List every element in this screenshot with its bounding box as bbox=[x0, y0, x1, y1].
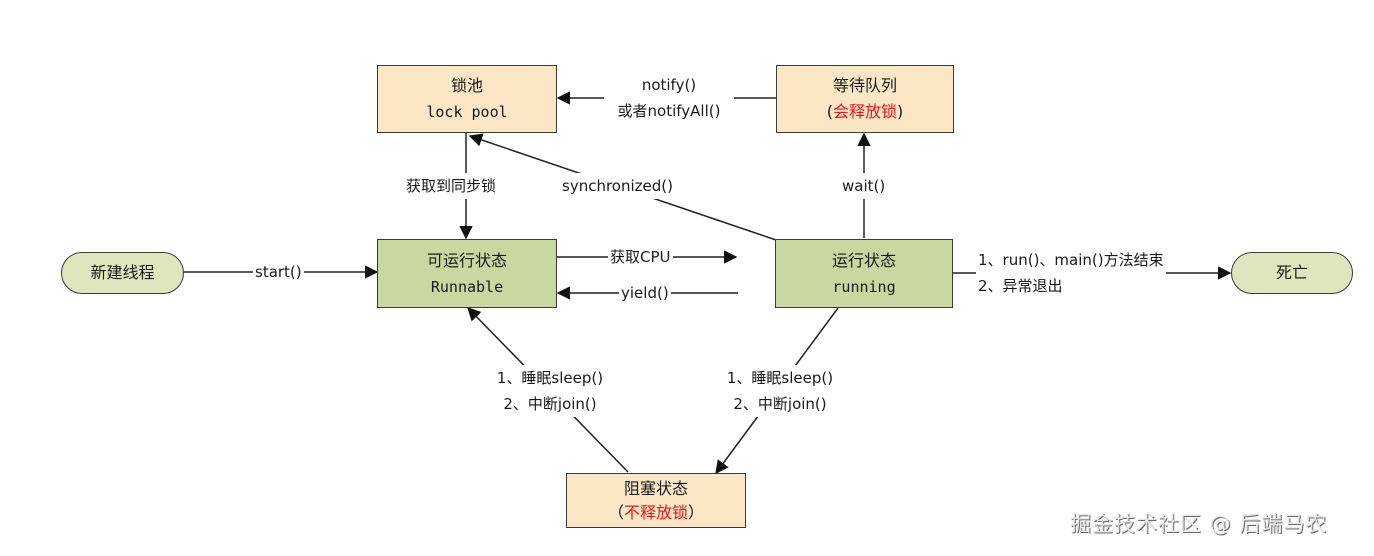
blocked-title: 阻塞状态 bbox=[623, 478, 688, 498]
label-wait: wait() bbox=[840, 173, 888, 199]
wait-queue-title: 等待队列 bbox=[832, 76, 897, 95]
runnable-subtitle: Runnable bbox=[430, 277, 504, 296]
runnable-title: 可运行状态 bbox=[426, 250, 507, 270]
wait-queue-subtitle: (会释放锁) bbox=[827, 99, 904, 125]
node-lock-pool: 锁池 lock pool bbox=[377, 65, 557, 133]
lock-pool-subtitle: lock pool bbox=[426, 103, 508, 121]
label-yield: yield() bbox=[619, 280, 671, 306]
node-dead: 死亡 bbox=[1231, 252, 1353, 294]
label-notify: notify() 或者notifyAll() bbox=[604, 72, 734, 124]
label-get-cpu: 获取CPU bbox=[608, 244, 673, 270]
lock-pool-title: 锁池 bbox=[450, 76, 483, 95]
label-synchronized: synchronized() bbox=[560, 173, 675, 199]
label-end-line2: 2、异常退出 bbox=[978, 277, 1063, 295]
label-end-line1: 1、run()、main()方法结束 bbox=[978, 251, 1164, 269]
paren-close: ) bbox=[897, 102, 904, 121]
blocked-subtitle: （不释放锁） bbox=[608, 501, 704, 525]
running-subtitle: running bbox=[832, 277, 896, 296]
node-wait-queue: 等待队列 (会释放锁) bbox=[776, 65, 954, 133]
label-running-to-blocked: 1、睡眠sleep() 2、中断join() bbox=[710, 365, 850, 417]
label-notify-line2: 或者notifyAll() bbox=[617, 102, 721, 120]
label-blocked-to-runnable: 1、睡眠sleep() 2、中断join() bbox=[480, 365, 620, 417]
label-notify-line1: notify() bbox=[641, 76, 697, 94]
dead-title: 死亡 bbox=[1275, 263, 1308, 282]
running-title: 运行状态 bbox=[831, 250, 896, 270]
paren-open: （ bbox=[607, 502, 624, 522]
node-new-thread: 新建线程 bbox=[61, 252, 184, 294]
paren-open: ( bbox=[826, 102, 833, 121]
blocked-note: 不释放锁 bbox=[623, 502, 688, 522]
node-blocked: 阻塞状态 （不释放锁） bbox=[566, 473, 746, 528]
label-acquire-lock: 获取到同步锁 bbox=[404, 173, 499, 199]
paren-close: ） bbox=[688, 502, 705, 522]
wait-queue-note: 会释放锁 bbox=[832, 102, 897, 121]
label-rtb-line2: 2、中断join() bbox=[733, 395, 827, 413]
label-btr-line2: 2、中断join() bbox=[503, 395, 597, 413]
label-start: start() bbox=[253, 259, 304, 285]
new-thread-title: 新建线程 bbox=[90, 263, 155, 282]
node-running: 运行状态 running bbox=[775, 239, 953, 308]
label-rtb-line1: 1、睡眠sleep() bbox=[726, 369, 834, 387]
node-runnable: 可运行状态 Runnable bbox=[377, 239, 557, 308]
watermark: 掘金技术社区 @ 后端马农 bbox=[1070, 512, 1328, 536]
label-end: 1、run()、main()方法结束 2、异常退出 bbox=[976, 247, 1166, 299]
label-btr-line1: 1、睡眠sleep() bbox=[496, 369, 604, 387]
